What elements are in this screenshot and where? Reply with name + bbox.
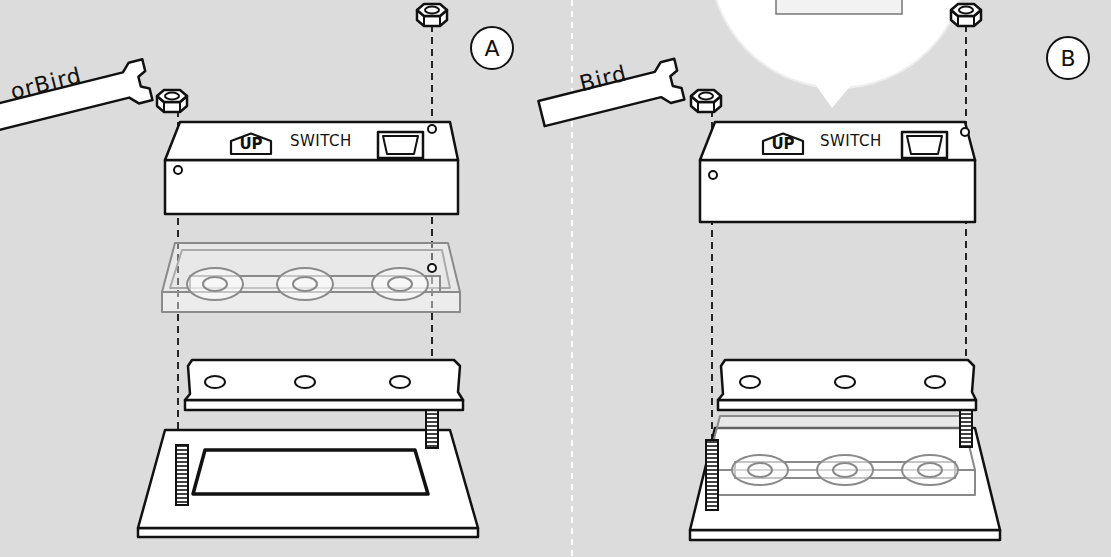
nut [691, 90, 721, 112]
panel-letter-text: A [484, 36, 499, 61]
nut [157, 90, 187, 112]
badge-text: UP [760, 135, 806, 153]
wrench [536, 59, 684, 134]
bolt [706, 440, 718, 510]
nut [417, 4, 447, 26]
nut [951, 4, 981, 26]
up-badge: UP [760, 132, 806, 156]
up-badge: UP [228, 132, 274, 156]
switch-label-area: SWITCH UP [760, 128, 900, 158]
panel-letter: B [1046, 36, 1090, 80]
clear-tray [706, 416, 975, 495]
bolt [960, 405, 972, 447]
switch-housing [700, 122, 975, 222]
badge-text: UP [228, 135, 274, 153]
mounting-plate [185, 360, 463, 410]
mounting-plate [718, 360, 976, 410]
magnifier-callout [710, 0, 966, 108]
guide-lines [712, 25, 966, 440]
wrench [0, 59, 152, 141]
bolt [426, 405, 438, 448]
guide-lines [178, 25, 432, 445]
switch-text: SWITCH [290, 132, 352, 150]
panel-letter-text: B [1060, 46, 1075, 71]
switch-label-area: SWITCH UP [228, 128, 376, 158]
bolt [176, 445, 188, 505]
switch-housing [165, 122, 458, 214]
clear-tray [162, 243, 460, 312]
switch-text: SWITCH [820, 132, 882, 150]
panel-letter: A [470, 26, 514, 70]
panel-divider [571, 0, 573, 557]
